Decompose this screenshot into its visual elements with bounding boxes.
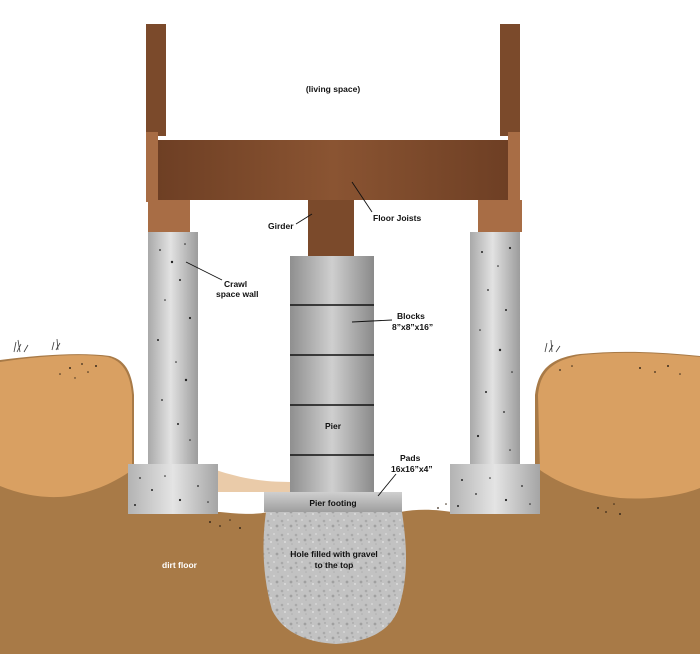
- grass-right: [544, 339, 561, 353]
- label-blocks-line1: Blocks: [397, 311, 425, 321]
- right-wall-footing: [450, 464, 540, 514]
- grass-left: [13, 338, 61, 353]
- topsoil-center: [216, 470, 290, 492]
- label-living-space: (living space): [306, 84, 360, 94]
- topsoil-right: [538, 352, 700, 499]
- label-pier-footing: Pier footing: [309, 498, 356, 508]
- label-pads-line1: Pads: [400, 453, 421, 463]
- label-pier: Pier: [325, 421, 342, 431]
- floor-joists: [158, 140, 508, 200]
- label-blocks-line2: 8”x8”x16”: [392, 322, 433, 332]
- left-rim-board: [146, 132, 158, 202]
- right-crawl-space-wall: [450, 200, 540, 514]
- soil: [0, 338, 700, 654]
- topsoil-left: [0, 355, 132, 498]
- label-floor-joists: Floor Joists: [373, 213, 421, 223]
- pier-blocks: [290, 256, 374, 492]
- left-wall-footing: [128, 464, 218, 514]
- label-dirt-floor: dirt floor: [162, 560, 198, 570]
- left-wall-column: [148, 232, 198, 464]
- label-crawl-line1: Crawl: [224, 279, 247, 289]
- block-joints: [290, 304, 374, 456]
- left-wall-stud: [146, 24, 166, 136]
- leader-lines: [185, 181, 397, 497]
- right-wall-column: [470, 232, 520, 464]
- soil-specks: [59, 363, 681, 529]
- right-rim-board: [508, 132, 520, 202]
- right-wall-specks: [457, 246, 531, 507]
- label-hole-line2: to the top: [315, 560, 354, 570]
- label-girder: Girder: [268, 221, 294, 231]
- left-wall-specks: [134, 243, 209, 506]
- label-crawl-line2: space wall: [216, 289, 259, 299]
- right-wall-stud: [500, 24, 520, 136]
- pier: [290, 256, 374, 492]
- label-hole-line1: Hole filled with gravel: [290, 549, 377, 559]
- girder: [308, 200, 354, 258]
- dirt-ground: [0, 351, 700, 654]
- label-pads-line2: 16x16”x4”: [391, 464, 433, 474]
- left-wall-sill: [148, 200, 190, 232]
- left-crawl-space-wall: [128, 200, 218, 514]
- right-wall-sill: [478, 200, 522, 232]
- pier-footing: [264, 492, 402, 512]
- gravel-hole: [263, 512, 406, 644]
